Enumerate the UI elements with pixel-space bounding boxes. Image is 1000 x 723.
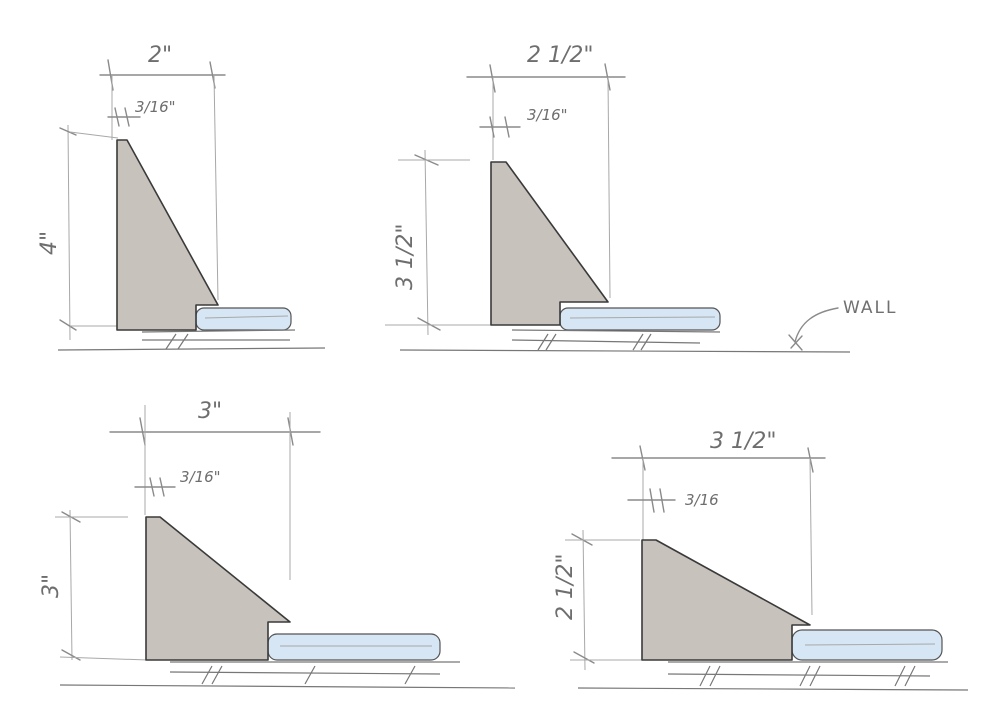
wall-leader-arrow bbox=[794, 307, 839, 343]
baseboard-profile bbox=[145, 516, 291, 661]
height-label: 3 1/2" bbox=[393, 223, 418, 290]
width-label: 3" bbox=[198, 399, 222, 424]
offset-label: 3/16" bbox=[135, 98, 176, 116]
sketch-4: 3 1/2" 3/16 2 1/2" bbox=[553, 429, 969, 691]
wall-label: WALL bbox=[843, 298, 897, 318]
height-label: 3" bbox=[39, 574, 64, 598]
height-label: 2 1/2" bbox=[553, 553, 578, 620]
baseboard-profile bbox=[490, 161, 609, 326]
height-label: 4" bbox=[37, 231, 62, 255]
width-label: 3 1/2" bbox=[710, 429, 777, 454]
sketch-3: 3" 3/16" 3" bbox=[39, 399, 516, 689]
offset-label: 3/16" bbox=[180, 468, 221, 486]
offset-label: 3/16 bbox=[685, 491, 719, 509]
offset-label: 3/16" bbox=[527, 106, 568, 124]
sketch-1: 2" 3/16" 4" bbox=[37, 43, 326, 351]
baseboard-profile bbox=[641, 539, 811, 661]
baseboard-profile bbox=[116, 139, 219, 331]
width-label: 2" bbox=[148, 43, 172, 68]
width-label: 2 1/2" bbox=[527, 43, 594, 68]
sketch-2: 2 1/2" 3/16" 3 1/2" WALL bbox=[385, 43, 897, 353]
